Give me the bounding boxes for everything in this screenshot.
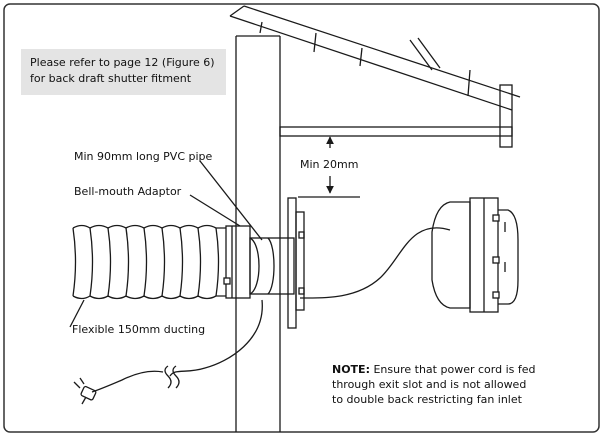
pvc-leader <box>199 160 263 241</box>
reference-note-line1: Please refer to page 12 (Figure 6) <box>30 56 215 69</box>
exterior-grille <box>287 197 305 329</box>
bell-mouth-adaptor <box>223 225 251 299</box>
inline-fan <box>431 197 519 313</box>
bell-leader <box>189 194 241 227</box>
note-prefix: NOTE: <box>332 363 370 376</box>
ducting-label: Flexible 150mm ducting <box>72 323 206 336</box>
power-cord-inside <box>169 299 263 377</box>
clearance-label: Min 20mm <box>300 158 359 171</box>
flexible-ducting <box>72 224 226 300</box>
figure-frame <box>3 3 600 433</box>
note-line1: NOTE: Ensure that power cord is fed <box>332 362 535 377</box>
wall <box>235 35 281 432</box>
bell-mouth-label: Bell-mouth Adaptor <box>74 185 182 198</box>
reference-note-line2: for back draft shutter fitment <box>30 72 192 85</box>
pvc-pipe-label: Min 90mm long PVC pipe <box>74 150 213 163</box>
note-line3: to double back restricting fan inlet <box>332 393 522 406</box>
power-cord-fan <box>299 227 451 299</box>
note-line1-text: Ensure that power cord is fed <box>369 363 536 376</box>
pvc-pipe <box>249 237 295 295</box>
fascia-board <box>499 84 513 148</box>
clearance-dimension <box>298 136 360 198</box>
note-line2: through exit slot and is not allowed <box>332 378 527 391</box>
cord-break-mark <box>172 365 180 389</box>
power-cord-end <box>91 370 164 393</box>
installation-note: NOTE: Ensure that power cord is fed thro… <box>332 362 535 407</box>
roof-rafter <box>229 5 521 111</box>
soffit <box>279 126 513 137</box>
power-plug-icon <box>73 377 97 405</box>
ducting-leader <box>69 299 85 328</box>
reference-note-box <box>21 49 226 95</box>
